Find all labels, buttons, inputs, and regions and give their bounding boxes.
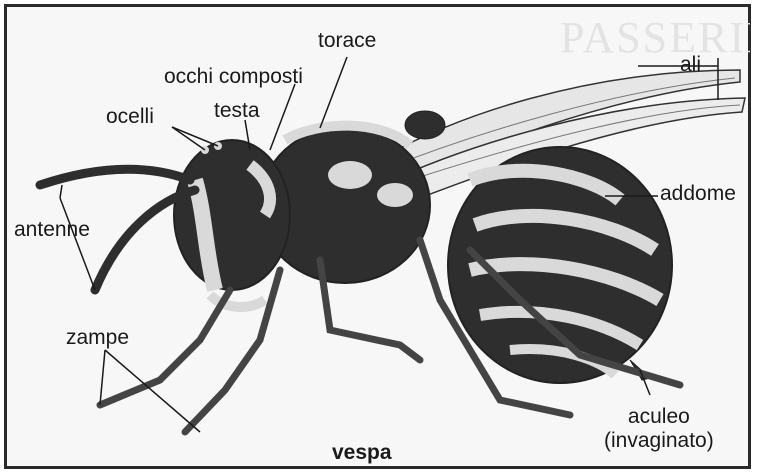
- leader-zampe-a: [100, 350, 105, 405]
- leader-antenne-b: [60, 185, 62, 198]
- label-zampe: zampe: [66, 327, 129, 348]
- head-drawing: [174, 140, 290, 307]
- label-aculeo-line1: aculeo: [604, 405, 714, 429]
- leader-antenne-a: [60, 198, 95, 290]
- label-occhi-composti: occhi composti: [164, 66, 303, 87]
- label-aculeo-line2: (invaginato): [604, 429, 714, 453]
- label-torace: torace: [318, 30, 376, 51]
- caption-vespa: vespa: [332, 442, 392, 463]
- label-antenne: antenne: [14, 219, 90, 240]
- label-testa: testa: [214, 100, 260, 121]
- leader-torace: [320, 57, 347, 128]
- label-addome: addome: [660, 183, 736, 204]
- label-ali: ali: [680, 54, 701, 75]
- label-ocelli: ocelli: [106, 106, 154, 127]
- leader-zampe-b: [105, 350, 200, 432]
- label-aculeo: aculeo (invaginato): [604, 405, 714, 452]
